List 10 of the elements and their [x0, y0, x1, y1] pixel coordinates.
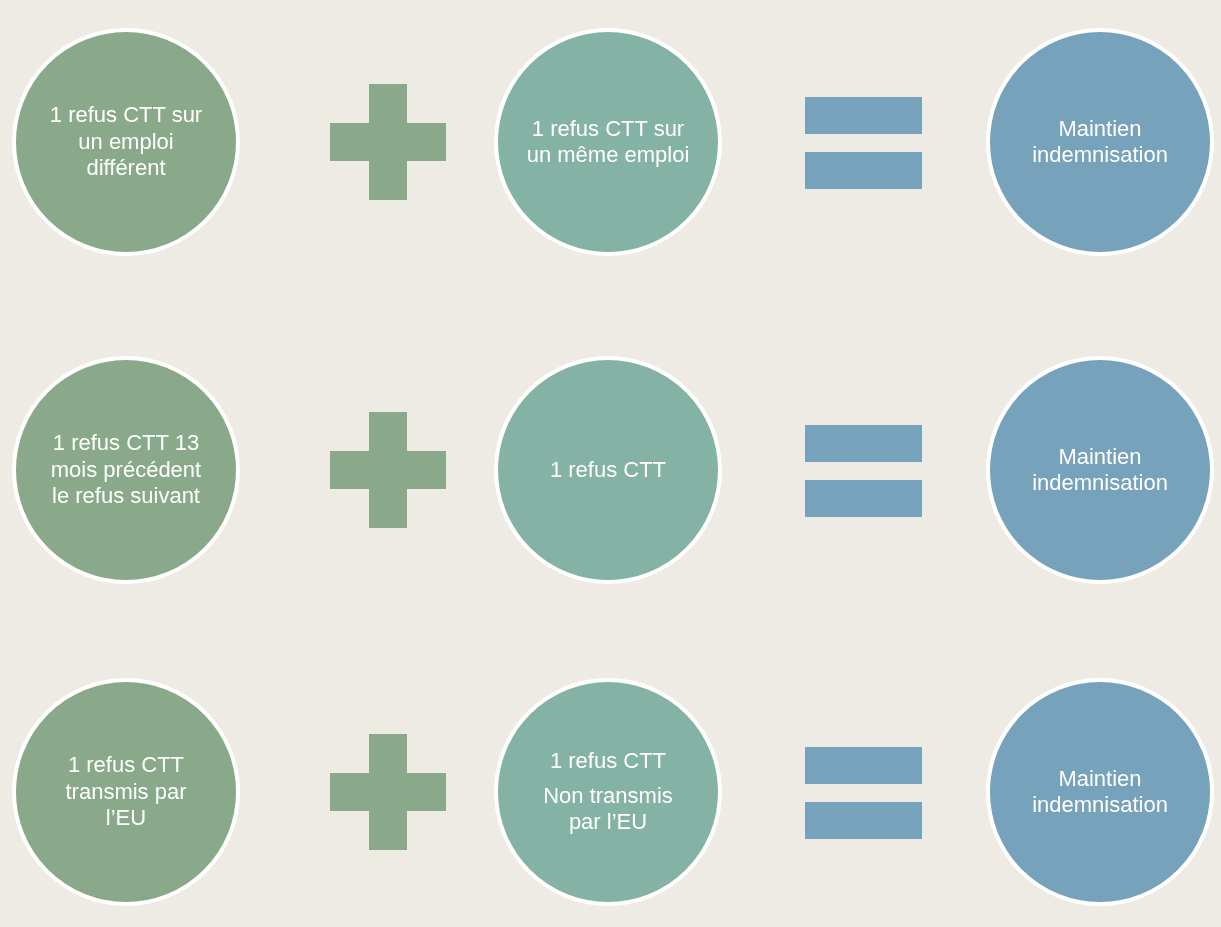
node-text: 1 refus CTT transmis par l’EU	[64, 752, 188, 832]
node-text: Maintien indemnisation	[1031, 115, 1169, 169]
node-text: Non transmis par l’EU	[542, 782, 674, 836]
node-text: 1 refus CTT	[549, 456, 667, 484]
node-text: 1 refus CTT sur un même emploi	[526, 115, 690, 169]
node-text: 1 refus CTT	[549, 748, 667, 775]
node-text: Maintien indemnisation	[1031, 443, 1169, 497]
node-text: 1 refus CTT 13 mois précédent le refus suivant	[49, 430, 203, 510]
node-text: 1 refus CTT sur un emploi différent	[48, 102, 204, 182]
node-text: Maintien indemnisation	[1031, 765, 1169, 819]
